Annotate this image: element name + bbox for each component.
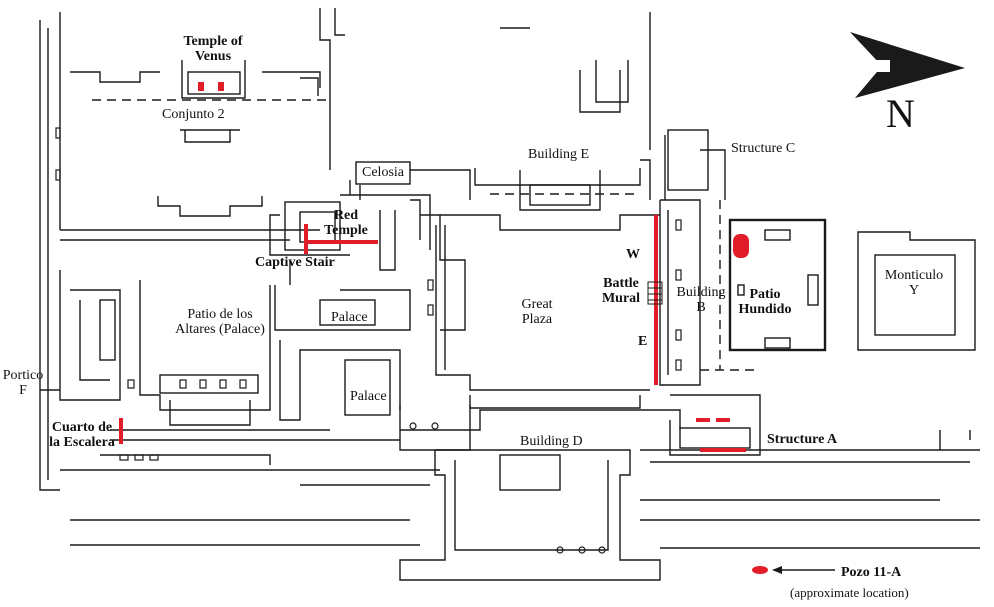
legend-arrow-icon (772, 566, 835, 574)
label-great-plaza: Great Plaza (521, 297, 553, 327)
label-structure-c: Structure C (731, 141, 796, 156)
structure-a-mark-1 (696, 418, 710, 422)
north-arrow-icon (850, 32, 965, 98)
label-celosia: Celosia (362, 165, 404, 180)
red-temple-wall-west (304, 224, 308, 254)
battle-mural-stair (647, 281, 663, 305)
red-temple-wall-south (308, 240, 378, 244)
label-conjunto-2: Conjunto 2 (162, 107, 225, 122)
venus-marker-left (198, 82, 204, 91)
label-w: W (626, 247, 640, 262)
legend-title: Pozo 11-A (841, 565, 902, 580)
structure-a-mark-3 (700, 448, 746, 452)
label-building-b: Building B (676, 285, 726, 315)
label-patio-hundido: Patio Hundido (738, 287, 792, 317)
venus-marker-right (218, 82, 224, 91)
wall-lines (39, 8, 980, 581)
north-letter: N (886, 91, 915, 136)
cuarto-escalera-wall (119, 418, 123, 444)
label-cuarto-escalera: Cuarto de la Escalera (49, 420, 115, 450)
room-markers (55, 127, 682, 554)
structure-a-mark-2 (716, 418, 730, 422)
label-monticulo-y: Monticulo Y (884, 268, 944, 298)
label-portico-f: Portico F (2, 368, 44, 398)
legend-pozo-symbol (752, 566, 768, 574)
label-patio-altares: Patio de los Altares (Palace) (175, 307, 265, 337)
label-structure-a: Structure A (767, 432, 838, 447)
label-temple-of-venus: Temple of Venus (183, 34, 243, 64)
label-palace-lower: Palace (350, 389, 387, 404)
label-captive-stair: Captive Stair (255, 255, 335, 270)
label-e: E (638, 334, 648, 349)
label-building-d: Building D (520, 434, 583, 449)
label-red-temple: Red Temple (324, 208, 368, 238)
legend-subtitle: (approximate location) (790, 585, 909, 600)
label-building-e: Building E (528, 147, 590, 162)
pozo-11a-marker (733, 234, 749, 258)
label-palace-upper: Palace (331, 310, 368, 325)
label-battle-mural: Battle Mural (601, 276, 641, 306)
